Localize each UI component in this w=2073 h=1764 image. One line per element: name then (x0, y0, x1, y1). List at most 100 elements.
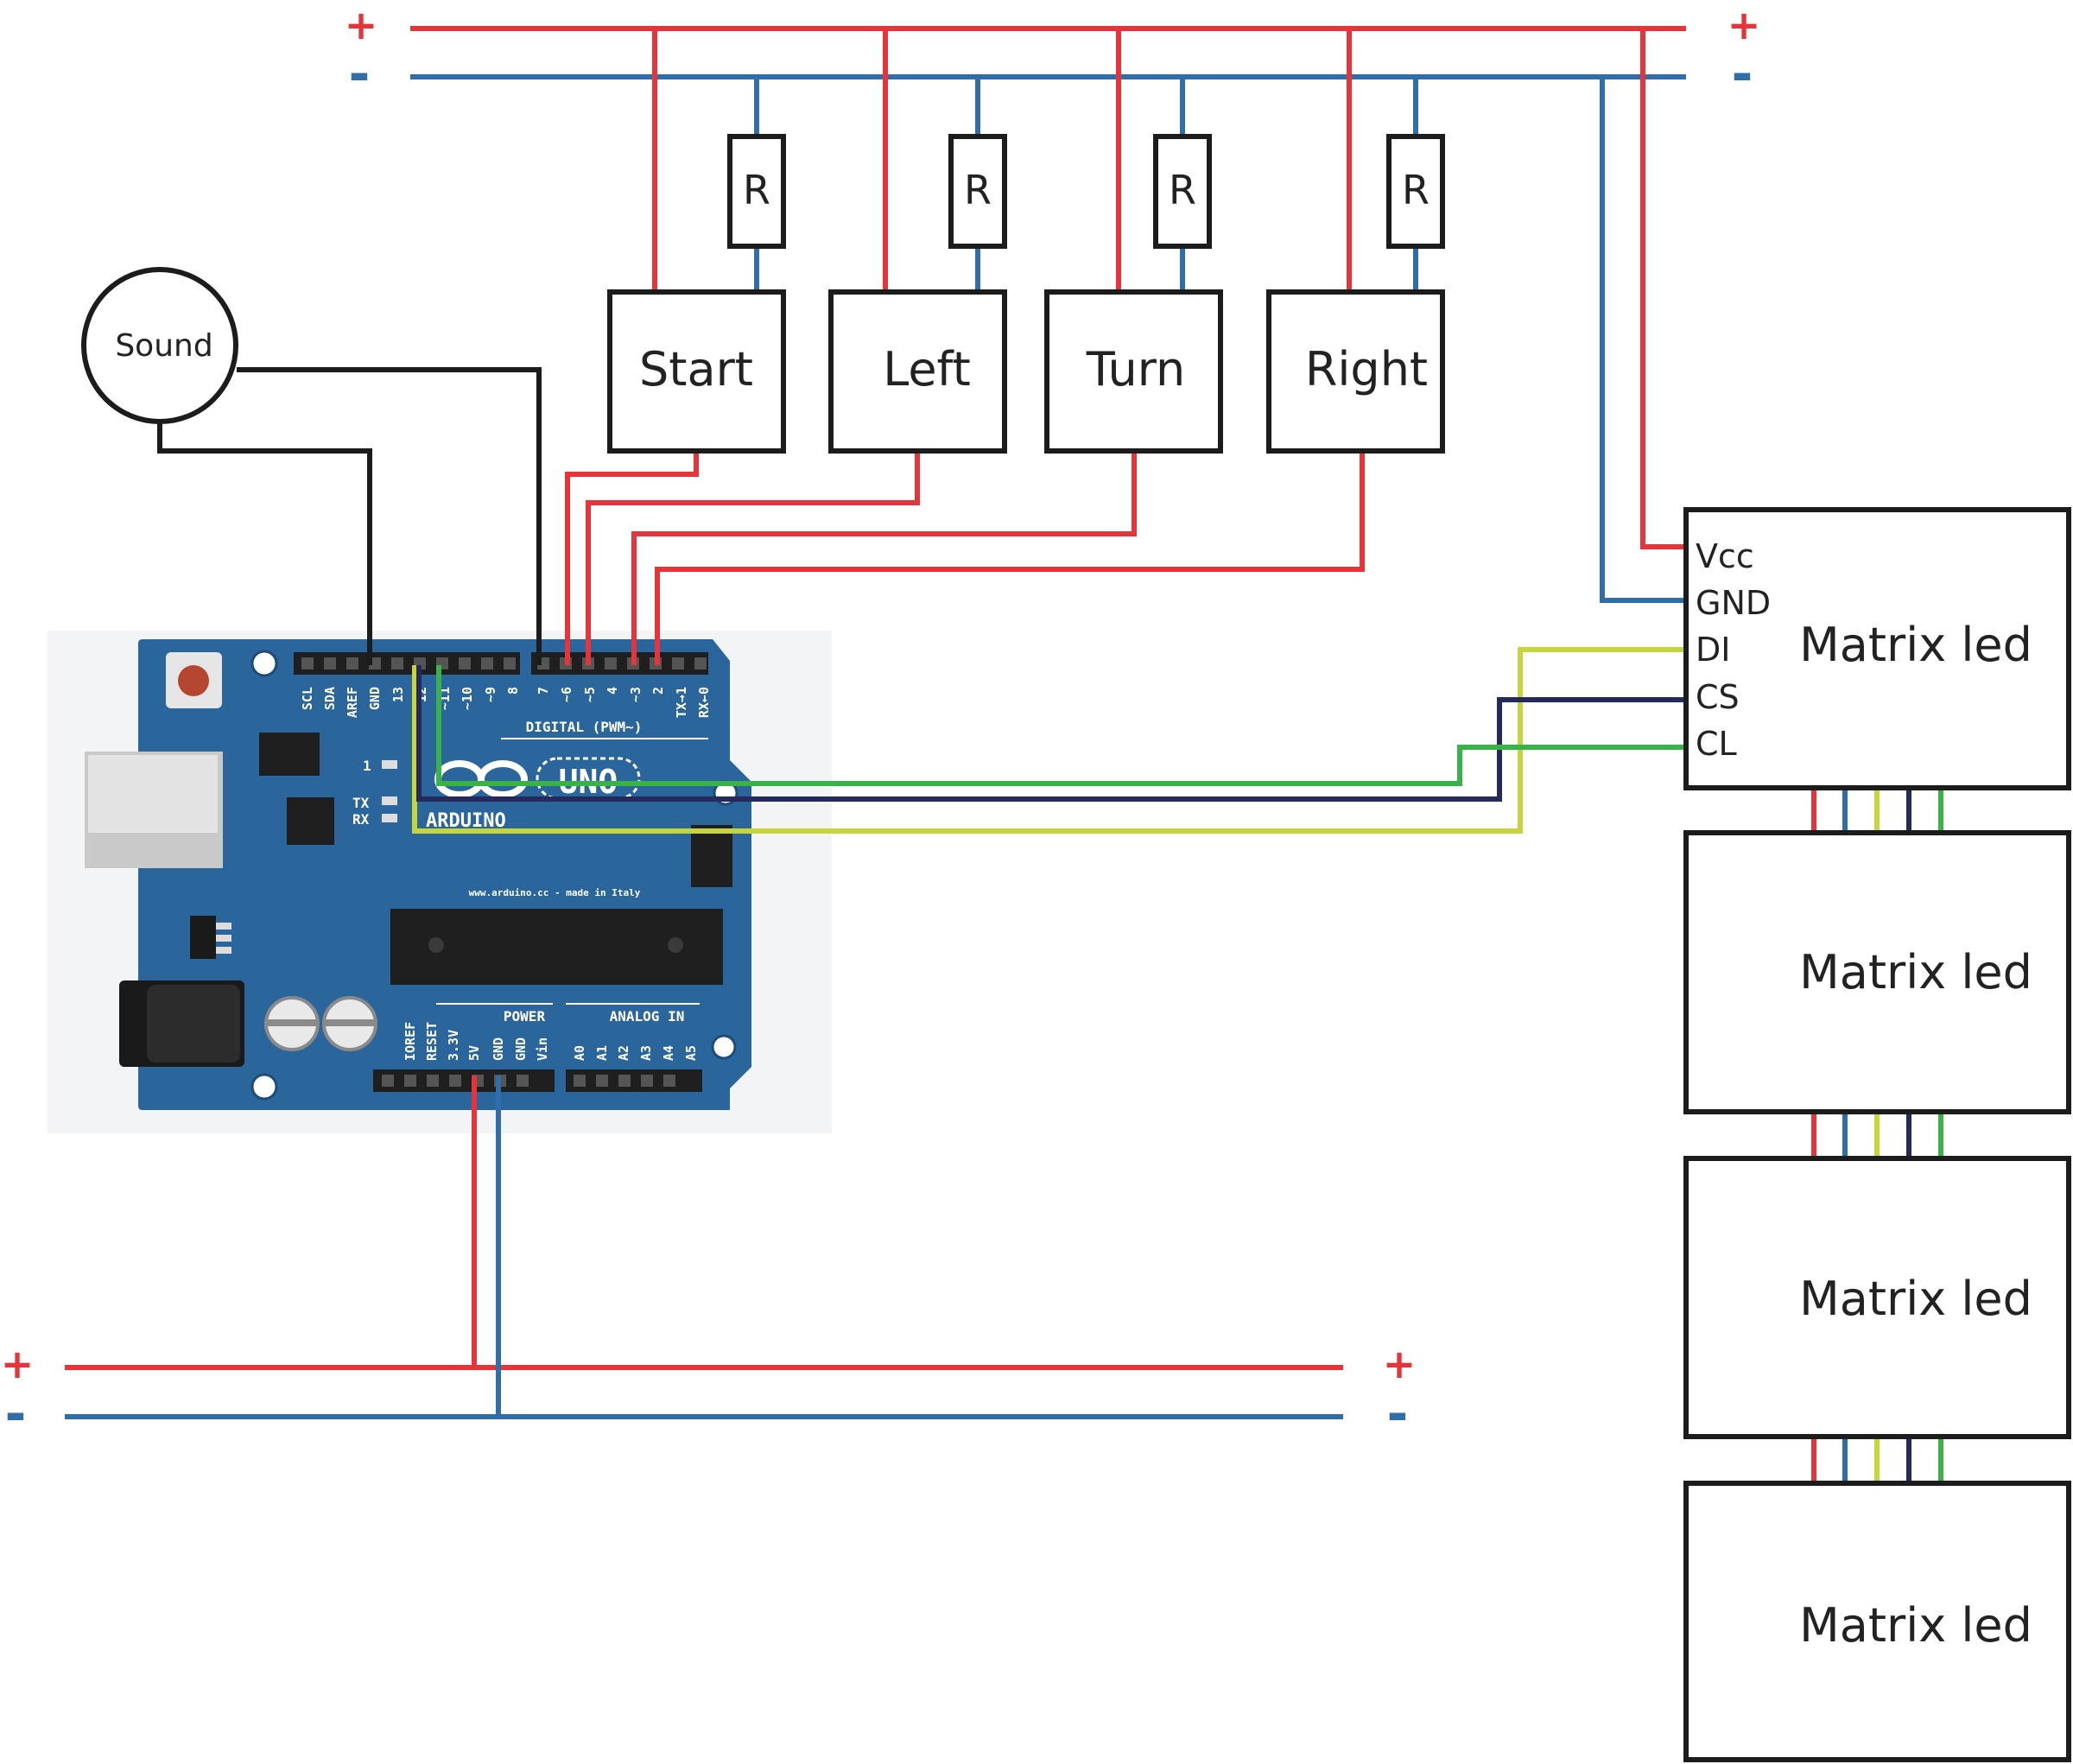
arduino-digital-pin-label: 4 (605, 687, 620, 695)
arduino-digital-pin-label: 13 (390, 687, 406, 702)
left-button-box (828, 289, 1007, 454)
matrix-chain-1 (1811, 788, 1943, 833)
matrix-modules: Matrix led Vcc GND DI CS CL Matrix led M… (1683, 507, 2071, 1762)
header-pin-hole (459, 657, 471, 669)
resistor (727, 134, 786, 249)
atmega-chip (390, 909, 723, 985)
resistors: R R R R (727, 134, 1445, 249)
matrix-chain-3 (1811, 1437, 1943, 1483)
resistor (948, 134, 1007, 249)
matrix-pin-vcc: Vcc (1696, 537, 1754, 575)
arduino-digital-pin-label: RX←0 (696, 687, 712, 718)
arduino-power-pin-label: A4 (661, 1045, 676, 1061)
matrix-led-module (1683, 1481, 2071, 1762)
arduino-power-pin-label: IOREF (403, 1022, 418, 1061)
arduino-power-pin-label: 5V (466, 1045, 482, 1061)
arduino-power-pin-label: A5 (683, 1045, 699, 1061)
arduino-digital-pin-label: ~6 (559, 687, 574, 702)
arduino-power-pin-label: A3 (638, 1045, 654, 1061)
header-pin-hole (427, 1075, 439, 1087)
reset-button-cap (178, 665, 209, 696)
arduino-digital-pin-label: 2 (650, 687, 666, 695)
matrix-pin-di: DI (1696, 631, 1730, 669)
arduino-digital-pin-label: 8 (505, 687, 521, 695)
matrix-led-module (1683, 507, 2071, 790)
top-right-plus: + (1728, 2, 1761, 48)
digital-header-label: DIGITAL (PWM~) (526, 719, 643, 735)
matrix-led-label: Matrix led (1799, 1598, 2032, 1653)
right-button-box (1266, 289, 1445, 454)
bottom-right-plus: + (1383, 1341, 1417, 1387)
turn-button-box (1044, 289, 1223, 454)
resistor-label: R (1169, 167, 1196, 213)
arduino-digital-pin-label: ~5 (582, 687, 598, 702)
resistor-label: R (964, 167, 992, 213)
icsp-header (691, 825, 732, 887)
rx-label: RX (352, 811, 370, 828)
resistor (1153, 134, 1212, 249)
start-button-box (607, 289, 786, 454)
arduino-digital-pin-label: SDA (322, 687, 338, 710)
header-pin-hole (346, 657, 358, 669)
power-header-label: POWER (504, 1008, 546, 1025)
header-pin-hole (324, 657, 336, 669)
left-button-label: Left (883, 342, 971, 397)
top-right-minus: - (1732, 44, 1753, 105)
header-pin-hole (382, 1075, 394, 1087)
arduino-power-pin-label: 3.3V (446, 1030, 461, 1061)
matrix-led-module (1683, 1156, 2071, 1439)
analog-header (566, 1069, 702, 1092)
arduino-power-pin-label: A0 (572, 1045, 587, 1061)
arduino-digital-pin-label: SCL (300, 687, 315, 710)
header-pin-hole (596, 1075, 608, 1087)
bottom-left-minus: - (5, 1384, 27, 1444)
header-pin-hole (672, 657, 684, 669)
top-left-minus: - (349, 44, 371, 105)
voltage-regulator (190, 916, 216, 959)
arduino-power-pin-label: GND (491, 1037, 506, 1061)
matrix-led-label: Matrix led (1799, 1272, 2032, 1326)
sound-sensor-body (81, 267, 238, 424)
arduino-brand: ARDUINO (426, 810, 506, 832)
header-pin-hole (504, 657, 516, 669)
sound-sensor: Sound (81, 267, 238, 424)
matrix-chain-2 (1811, 1112, 1943, 1158)
top-left-plus: + (345, 2, 378, 48)
header-pin-hole (663, 1075, 675, 1087)
arduino-digital-pin-label: ~10 (460, 687, 475, 710)
matrix-led-module (1683, 830, 2071, 1114)
turn-button-label: Turn (1086, 342, 1186, 397)
resistor-label: R (743, 167, 770, 213)
arduino-digital-pin-label: TX→1 (674, 687, 689, 718)
header-pin-hole (574, 1075, 586, 1087)
header-pin-hole (605, 657, 617, 669)
arduino-power-pin-label: GND (513, 1037, 529, 1061)
buttons: Start Left Turn Right (607, 289, 1445, 454)
header-pin-hole (517, 1075, 529, 1087)
usb-port-face (88, 755, 218, 833)
header-pin-hole (301, 657, 314, 669)
on-led-label: 1 (363, 758, 371, 774)
arduino-digital-pin-label: ~9 (483, 687, 498, 702)
matrix-led-label: Matrix led (1799, 618, 2032, 672)
bottom-right-minus: - (1387, 1384, 1409, 1444)
icsp-header (259, 733, 320, 776)
mounting-hole (250, 650, 278, 677)
arduino-power-pin-label: Vin (535, 1037, 550, 1061)
analog-header-label: ANALOG IN (610, 1008, 685, 1025)
matrix-pin-cl: CL (1696, 725, 1737, 763)
bottom-left-plus: + (1, 1341, 35, 1387)
matrix-pin-gnd: GND (1696, 584, 1771, 622)
header-pin-hole (481, 657, 493, 669)
power-jack-body (147, 985, 240, 1063)
arduino-digital-pin-label: GND (367, 687, 383, 710)
right-button-label: Right (1305, 342, 1428, 397)
mounting-hole (250, 1073, 278, 1101)
wires (65, 26, 1943, 1483)
tx-label: TX (352, 795, 370, 811)
arduino-power-pin-label: A1 (594, 1045, 610, 1061)
header-pin-hole (404, 1075, 416, 1087)
header-pin-hole (694, 657, 707, 669)
arduino-power-pin-label: RESET (424, 1022, 440, 1061)
